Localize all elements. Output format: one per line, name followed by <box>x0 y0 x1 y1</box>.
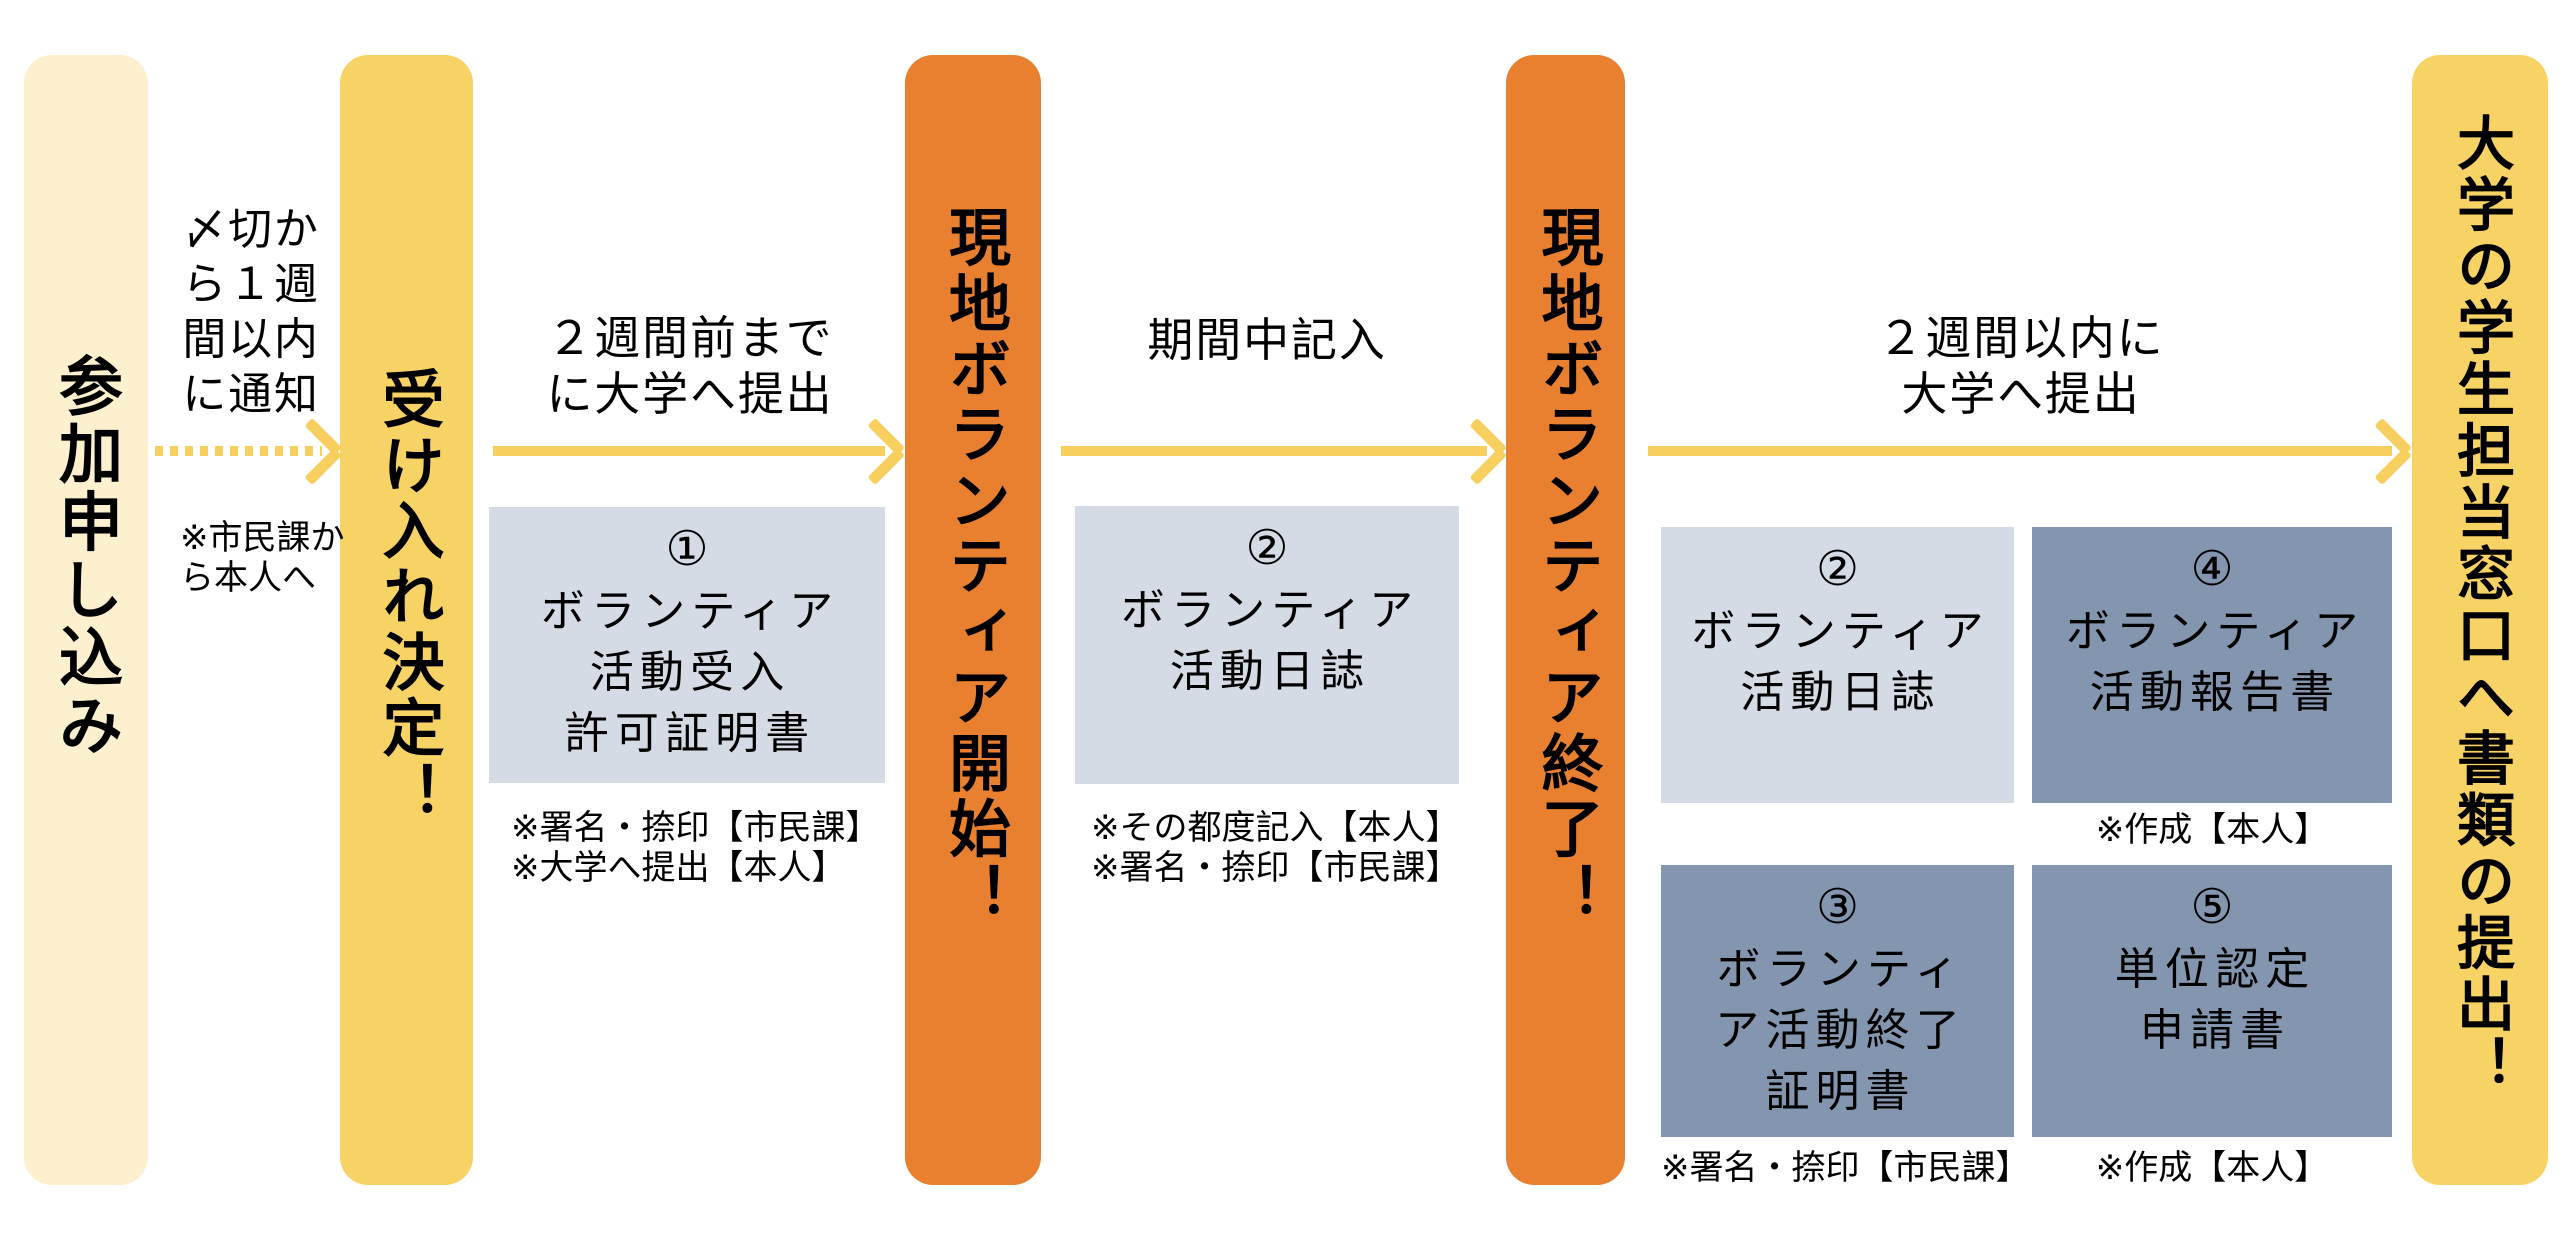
bar-end-label: 現地ボランティア終了！ <box>1531 205 1601 928</box>
doc-box-acceptance-permit: ① ボランティア 活動受入 許可証明書 <box>489 507 885 783</box>
doc-title-line: 活動日誌 <box>1169 647 1371 696</box>
doc-title-line: 許可証明書 <box>564 709 816 758</box>
label-line: ２週間以内に <box>1877 312 2165 364</box>
note-line: ら本人へ <box>180 559 316 597</box>
label-line: 間以内 <box>182 315 320 364</box>
label-line: 〆切か <box>182 205 320 254</box>
doc2-notes: ※その都度記入【本人】 ※署名・捺印【市民課】 <box>1091 808 1460 888</box>
note-line: ※市民課か <box>180 519 345 557</box>
bar-apply: 参加申し込み <box>24 55 148 1185</box>
notify-deadline-label: 〆切か ら１週 間以内 に通知 <box>158 202 344 422</box>
doc5-note: ※作成【本人】 <box>2032 1148 2392 1188</box>
doc3-note: ※署名・捺印【市民課】 <box>1661 1148 2030 1188</box>
doc-title-line: ボランティア <box>1691 607 1990 656</box>
doc1-notes: ※署名・捺印【市民課】 ※大学へ提出【本人】 <box>511 808 880 888</box>
arrow-shaft <box>1648 446 2392 456</box>
submit-before-start-label: ２週間前まで に大学へ提出 <box>487 310 893 422</box>
note-line: ※その都度記入【本人】 <box>1091 809 1460 847</box>
note-line: ※署名・捺印【市民課】 <box>1091 849 1460 887</box>
doc-title-line: ボランティア <box>1120 586 1420 635</box>
label-line: ら１週 <box>182 260 320 309</box>
doc-title-line: ボランティ <box>1716 945 1965 994</box>
doc-title-line: 活動日誌 <box>1740 668 1941 717</box>
note-line: ※署名・捺印【市民課】 <box>511 809 880 847</box>
doc-title-line: ボランティア <box>540 587 840 636</box>
note-line: ※大学へ提出【本人】 <box>511 849 846 887</box>
note-line: ※作成【本人】 <box>2095 811 2329 849</box>
doc-number: ② <box>1245 522 1289 575</box>
doc-title-line: 活動受入 <box>589 648 791 697</box>
bar-volunteer-end: 現地ボランティア終了！ <box>1506 55 1625 1185</box>
doc-number: ③ <box>1815 881 1860 934</box>
arrow-shaft <box>155 446 322 456</box>
doc-number: ⑤ <box>2190 881 2234 934</box>
doc-number: ④ <box>2190 543 2234 596</box>
doc-title-line: 活動報告書 <box>2089 668 2341 717</box>
doc-title-line: 申請書 <box>2139 1006 2291 1055</box>
bar-acceptance-label: 受け入れ決定！ <box>372 367 442 828</box>
doc4-note: ※作成【本人】 <box>2032 810 2392 850</box>
bar-start-label: 現地ボランティア開始！ <box>939 205 1008 928</box>
note-line: ※作成【本人】 <box>2095 1149 2329 1187</box>
doc-box-activity-diary-during: ② ボランティア 活動日誌 <box>1075 506 1459 784</box>
label-line: 大学へ提出 <box>1901 368 2141 420</box>
label-line: に大学へ提出 <box>546 368 834 420</box>
doc-box-completion-certificate: ③ ボランティ ア活動終了 証明書 <box>1661 865 2014 1137</box>
doc-title-line: ア活動終了 <box>1715 1006 1966 1055</box>
arrow-shaft <box>1061 446 1487 456</box>
bar-apply-label: 参加申し込み <box>50 353 122 761</box>
bar-submit-documents: 大学の学生担当窓口へ書類の提出！ <box>2412 55 2548 1185</box>
doc-number: ② <box>1815 543 1860 596</box>
doc-title-line: 単位認定 <box>2114 945 2316 994</box>
label-line: ２週間前まで <box>546 312 834 364</box>
doc-box-activity-report: ④ ボランティア 活動報告書 <box>2032 527 2392 803</box>
submit-after-end-label: ２週間以内に 大学へ提出 <box>1821 310 2221 422</box>
bar-acceptance-decided: 受け入れ決定！ <box>340 55 473 1185</box>
label-line: 期間中記入 <box>1147 314 1387 366</box>
bar-volunteer-start: 現地ボランティア開始！ <box>905 55 1041 1185</box>
notify-from-note: ※市民課か ら本人へ <box>180 518 345 598</box>
note-line: ※署名・捺印【市民課】 <box>1661 1149 2030 1187</box>
doc-title-line: 証明書 <box>1765 1067 1916 1116</box>
doc-title-line: ボランティア <box>2065 607 2365 656</box>
label-line: に通知 <box>182 370 320 419</box>
doc-number: ① <box>665 523 709 576</box>
bar-submit-label: 大学の学生担当窓口へ書類の提出！ <box>2448 113 2513 1097</box>
doc-box-activity-diary-after: ② ボランティア 活動日誌 <box>1661 527 2014 803</box>
arrow-shaft <box>493 446 885 456</box>
doc-box-credit-application: ⑤ 単位認定 申請書 <box>2032 865 2392 1137</box>
during-period-label: 期間中記入 <box>1067 312 1467 368</box>
